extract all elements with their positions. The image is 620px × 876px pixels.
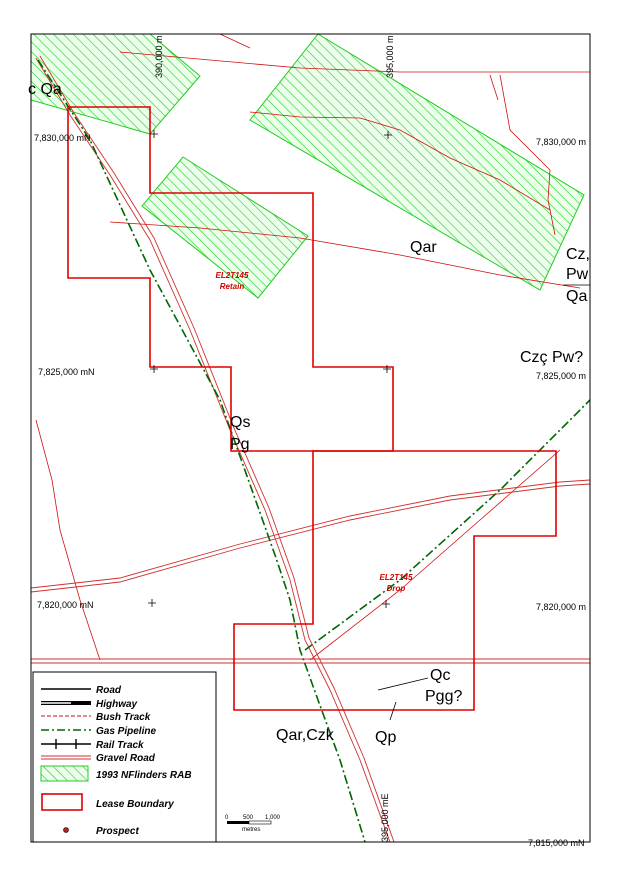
scale-tick-0: 0 xyxy=(225,815,229,821)
lease-boundaries[interactable] xyxy=(67,106,557,711)
legend-lease-boundary-symbol xyxy=(41,793,83,811)
geology-label-qp: Qp xyxy=(375,729,396,746)
bush-track-north-spur xyxy=(489,74,499,101)
legend-rab-label: 1993 NFlinders RAB xyxy=(96,770,192,781)
northing-right-label-7830000: 7,830,000 m xyxy=(536,137,586,147)
lease-boundary-drop xyxy=(233,450,557,711)
geology-label-qa: Qa xyxy=(566,288,587,305)
rab-area-northeast[interactable] xyxy=(249,34,585,291)
bush-track-southwest xyxy=(35,419,101,661)
geology-label-c-qa: c Qa xyxy=(28,81,62,98)
bush-tracks xyxy=(35,34,590,661)
gas-pipelines xyxy=(37,59,590,842)
tenement-label-drop-name: EL2T145 xyxy=(380,573,413,582)
tenement-label-retain-name: EL2T145 xyxy=(216,271,249,280)
gravel-road-east-west xyxy=(31,483,590,593)
bush-track-northeast xyxy=(249,111,551,211)
bush-track-northwest xyxy=(219,34,251,49)
geology-label-qc: Qc xyxy=(430,667,450,684)
gravel-road-east-west-inner xyxy=(31,479,590,589)
legend-road-label: Road xyxy=(96,685,122,696)
geology-label-czc-pw: Czç Pw? xyxy=(520,349,583,366)
legend-highway-label: Highway xyxy=(96,699,138,710)
northing-label-7825000: 7,825,000 mN xyxy=(38,367,95,377)
northing-right-label-7825000: 7,825,000 m xyxy=(536,371,586,381)
tenement-label-retain-status: Retain xyxy=(220,282,245,291)
geology-label-pw: Pw xyxy=(566,266,589,283)
legend-rab-symbol xyxy=(40,765,89,782)
easting-label-390000: 390,000 m xyxy=(154,35,164,78)
geology-label-pgg: Pgg? xyxy=(425,688,462,705)
gravel-roads xyxy=(31,55,590,842)
legend-rail-track-label: Rail Track xyxy=(96,740,144,751)
northing-label-7815000: 7,815,000 mN xyxy=(528,838,585,848)
legend-rail-track-symbol xyxy=(41,739,91,749)
scale-unit: metres xyxy=(242,827,260,833)
geology-label-pg: Pg xyxy=(230,436,250,453)
gravel-road-main-inner xyxy=(39,55,395,842)
legend-gravel-road-label: Gravel Road xyxy=(96,753,156,764)
legend: Road Highway Bush Track Gas Pipeline Rai… xyxy=(32,671,217,843)
grid-crosses xyxy=(148,130,392,608)
bush-track-lease-south xyxy=(309,449,561,661)
legend-prospect-symbol xyxy=(63,827,69,833)
rab-area-northwest[interactable] xyxy=(31,34,201,135)
legend-prospect-label: Prospect xyxy=(96,826,139,837)
map-frame xyxy=(30,33,591,843)
northing-label-7830000: 7,830,000 mN xyxy=(34,133,91,143)
bush-track-northern xyxy=(119,51,590,73)
gas-pipeline-branch xyxy=(304,399,590,651)
legend-lease-boundary-label: Lease Boundary xyxy=(96,799,174,810)
bush-track-east-loop xyxy=(499,74,556,236)
geology-label-qar-north: Qar xyxy=(410,239,437,256)
tenement-label-drop-status: Drop xyxy=(387,584,406,593)
scale-bar: 0 500 1,000 metres xyxy=(225,815,281,833)
easting-label-395000-south: 395,000 mE xyxy=(380,793,390,842)
geology-label-qs: Qs xyxy=(230,414,250,431)
gas-pipeline-main xyxy=(37,59,366,842)
northing-label-7820000: 7,820,000 mN xyxy=(37,600,94,610)
legend-gas-pipeline-label: Gas Pipeline xyxy=(96,726,156,737)
scale-tick-500: 500 xyxy=(243,815,254,821)
bush-track-central xyxy=(109,221,581,289)
northing-right-label-7820000: 7,820,000 m xyxy=(536,602,586,612)
legend-bush-track-label: Bush Track xyxy=(96,712,151,723)
geology-label-qar-czk: Qar,Czk xyxy=(276,727,335,744)
geology-leader-lines xyxy=(377,284,590,721)
gravel-road-main xyxy=(35,57,391,842)
scale-tick-1000: 1,000 xyxy=(265,815,281,821)
easting-label-395000: 395,000 m xyxy=(385,35,395,78)
legend-box xyxy=(32,671,217,843)
geology-label-cz: Cz, xyxy=(566,246,590,263)
